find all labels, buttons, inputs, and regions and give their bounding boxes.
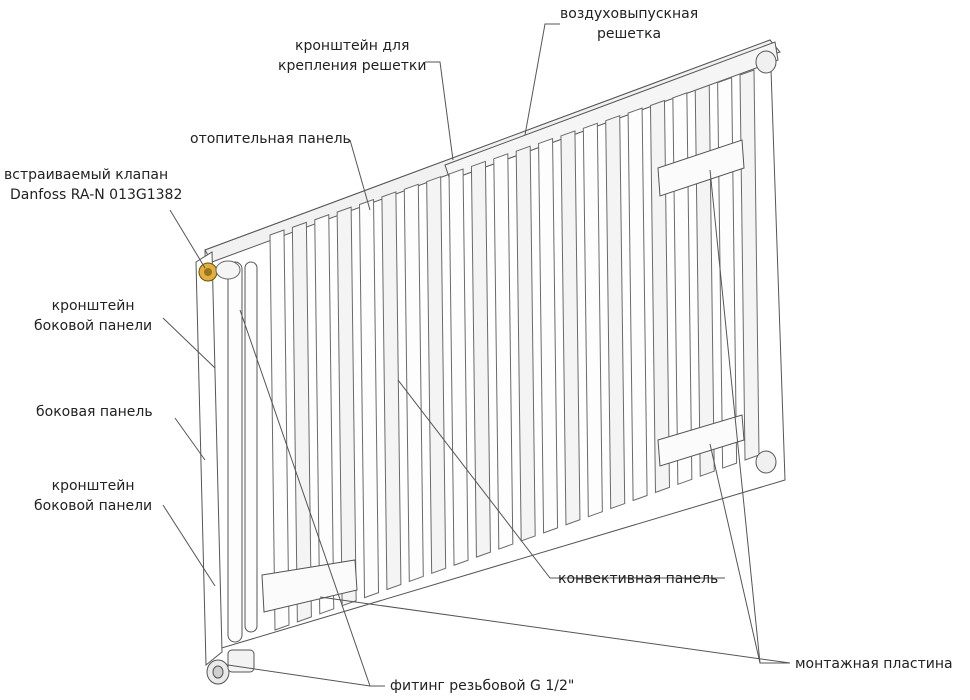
convection-fin <box>560 130 581 526</box>
air-grille <box>444 41 779 181</box>
label-mounting-plate: монтажная пластина <box>795 656 953 672</box>
right-fittings <box>755 50 777 474</box>
convection-fin <box>515 145 536 542</box>
label-side-bracket-bottom: кронштейн боковой панели <box>34 478 153 514</box>
convection-fin <box>426 175 447 575</box>
convection-fin <box>627 107 648 502</box>
label-heating-panel: отопительная панель <box>190 131 351 147</box>
mounting-plates <box>261 139 745 613</box>
convection-fin <box>493 153 514 550</box>
convection-fin <box>582 122 603 518</box>
convection-fin <box>291 221 312 623</box>
convection-fin <box>381 191 402 591</box>
label-side-bracket-top: кронштейн боковой панели <box>34 298 153 334</box>
label-valve: встраиваемый клапан Danfoss RA-N 013G138… <box>4 167 183 203</box>
valve <box>198 260 241 282</box>
convection-fin <box>538 137 559 534</box>
convection-fin <box>314 214 335 615</box>
convection-fin <box>448 168 469 566</box>
convection-fin <box>403 183 424 583</box>
convection-fin <box>649 99 670 494</box>
label-grille-bracket: кронштейн для крепления решетки <box>278 38 427 74</box>
label-fitting: фитинг резьбовой G 1/2" <box>390 678 575 694</box>
convection-fin <box>336 206 357 607</box>
side-panel <box>195 251 258 667</box>
convection-fin <box>605 115 626 510</box>
convection-fin <box>470 160 491 558</box>
label-air-grille: воздуховыпускная решетка <box>560 6 699 42</box>
label-side-panel: боковая панель <box>36 404 153 420</box>
fitting <box>206 649 255 685</box>
label-convection-panel: конвективная панель <box>558 571 719 587</box>
leader-lines <box>162 23 791 687</box>
convection-fin <box>269 229 290 631</box>
convection-fin <box>359 198 380 599</box>
convection-fin <box>672 92 693 485</box>
